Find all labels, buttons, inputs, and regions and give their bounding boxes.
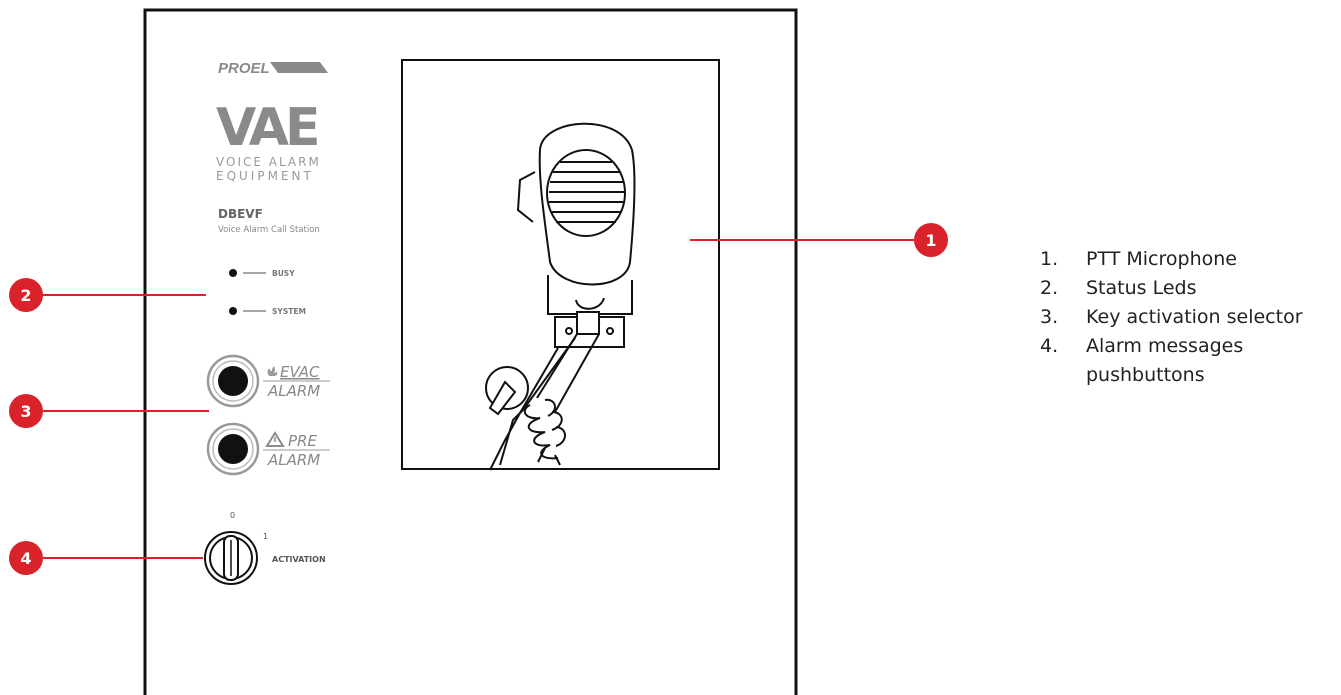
pre-alarm-button[interactable]: PRE ALARM [206, 422, 330, 476]
pre-alarm-label: ALARM [267, 451, 320, 469]
callout-3: 3 [9, 394, 209, 428]
evac-alarm-label: ALARM [267, 382, 320, 400]
legend-text: Status Leds [1086, 277, 1197, 299]
callout-3-label: 3 [20, 402, 31, 421]
pre-label: PRE [288, 432, 317, 450]
vae-subtitle-line2: EQUIPMENT [216, 169, 314, 183]
legend-text: PTT Microphone [1086, 248, 1237, 270]
callout-2-label: 2 [20, 286, 31, 305]
evac-label: EVAC [280, 363, 320, 381]
vae-logo-text: VAE [216, 98, 317, 158]
legend-number: 3. [1040, 306, 1059, 328]
key-activation-selector[interactable]: 0 1 ACTIVATION [204, 511, 326, 585]
legend-number: 4. [1040, 335, 1059, 357]
system-led-label: SYSTEM [272, 307, 306, 316]
callout-4-label: 4 [20, 549, 31, 568]
legend-number: 2. [1040, 277, 1059, 299]
status-leds: BUSY SYSTEM [229, 269, 306, 316]
legend-number: 1. [1040, 248, 1059, 270]
busy-led-label: BUSY [272, 269, 295, 278]
legend-item: 4. Alarm messages pushbuttons [1040, 332, 1286, 390]
proel-logo: PROEL [218, 60, 328, 77]
vae-logo: VAE VOICE ALARM EQUIPMENT [216, 98, 321, 183]
model-name: DBEVF [218, 207, 263, 221]
activation-label: ACTIVATION [272, 555, 326, 564]
vae-subtitle-line1: VOICE ALARM [216, 155, 321, 169]
legend-item: 1. PTT Microphone [1040, 245, 1303, 274]
system-led [229, 307, 237, 315]
callout-1-label: 1 [925, 231, 936, 250]
key-position-0: 0 [230, 511, 235, 520]
proel-logo-mark [270, 62, 328, 73]
busy-led [229, 269, 237, 277]
callout-1: 1 [690, 223, 948, 257]
proel-logo-text: PROEL [218, 60, 270, 77]
device-panel [143, 8, 798, 695]
model-description: Voice Alarm Call Station [218, 225, 320, 235]
legend-item: 2. Status Leds [1040, 274, 1303, 303]
evac-alarm-button[interactable]: EVAC ALARM [206, 354, 330, 408]
callout-4: 4 [9, 541, 203, 575]
legend-text: Alarm messages pushbuttons [1086, 335, 1244, 386]
key-position-1: 1 [263, 532, 268, 541]
legend-text: Key activation selector [1086, 306, 1303, 328]
ptt-microphone-icon [485, 122, 636, 471]
legend-item: 3. Key activation selector [1040, 303, 1303, 332]
callout-2: 2 [9, 278, 206, 312]
legend-list: 1. PTT Microphone 2. Status Leds 3. Key act… [1040, 245, 1303, 390]
flame-icon [267, 366, 278, 376]
warning-icon [265, 431, 285, 447]
